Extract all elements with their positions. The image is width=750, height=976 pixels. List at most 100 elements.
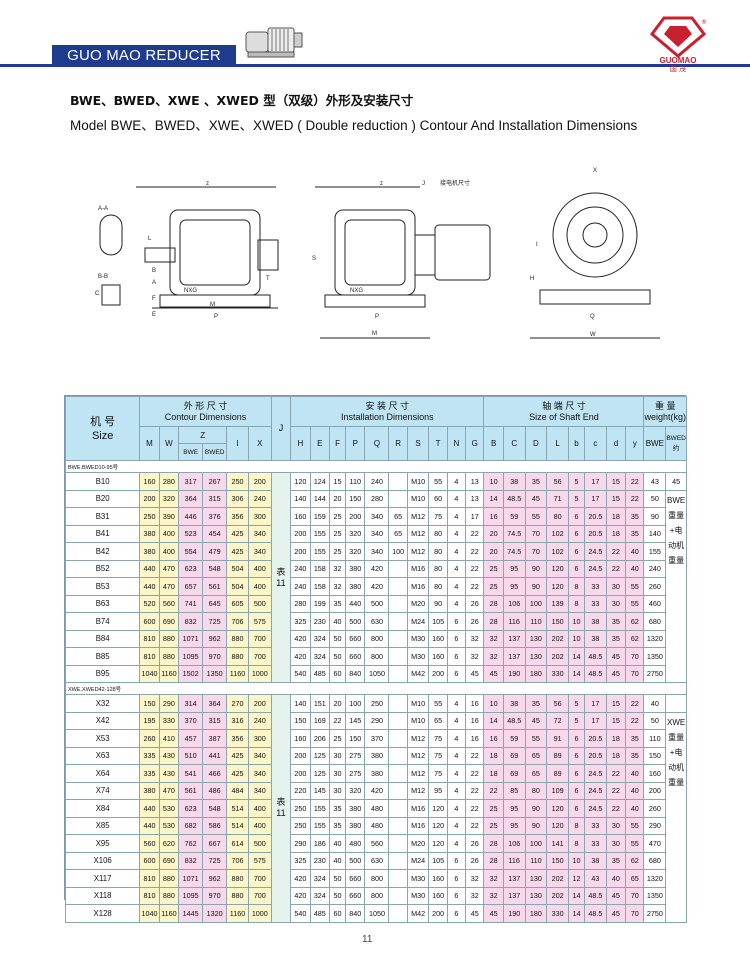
- value-cell: 155: [643, 542, 667, 561]
- value-cell: 330: [158, 711, 180, 730]
- value-cell: 200: [290, 524, 311, 543]
- value-cell: 832: [178, 612, 204, 631]
- value-cell: 5: [568, 472, 585, 491]
- section-label: XWE.XWED42-128号: [65, 682, 687, 695]
- size-cell: X74: [64, 781, 141, 800]
- value-cell: 504: [226, 559, 249, 578]
- value-cell: 18: [483, 764, 504, 783]
- value-cell: 4: [446, 594, 467, 613]
- value-cell: 69: [502, 764, 526, 783]
- value-cell: 364: [178, 489, 204, 508]
- shaft-cn: 轴 端 尺 寸: [542, 400, 586, 411]
- title-cn: BWE、BWED、XWE 、XWED 型（双级）外形及安装尺寸: [70, 93, 414, 108]
- value-cell: 14: [483, 711, 504, 730]
- value-cell: 75: [428, 764, 448, 783]
- col-c-lower: c: [584, 426, 607, 461]
- contour-cn: 外 形 尺 寸: [183, 400, 228, 411]
- value-cell: 1160: [226, 664, 249, 683]
- value-cell: 530: [158, 816, 180, 835]
- size-cell: B53: [64, 577, 141, 596]
- value-cell: M10: [406, 472, 430, 491]
- value-cell: 38: [584, 612, 607, 631]
- value-cell: 55: [428, 694, 448, 713]
- value-cell: 105: [428, 851, 448, 870]
- value-cell: 1350: [643, 886, 667, 905]
- value-cell: 100: [388, 542, 408, 561]
- value-cell: 380: [345, 577, 366, 596]
- value-cell: 280: [158, 472, 180, 491]
- value-cell: 40: [329, 834, 347, 853]
- value-cell: 130: [524, 647, 548, 666]
- value-cell: 560: [139, 834, 160, 853]
- value-cell: 6: [568, 799, 585, 818]
- value-cell: [388, 489, 408, 508]
- value-cell: 725: [202, 612, 228, 631]
- value-cell: 510: [178, 746, 204, 765]
- value-cell: 4: [446, 542, 467, 561]
- value-cell: 22: [605, 781, 627, 800]
- value-cell: 1350: [643, 647, 667, 666]
- value-cell: 1502: [178, 664, 204, 683]
- value-cell: 440: [139, 799, 160, 818]
- value-cell: 26: [465, 612, 485, 631]
- value-cell: 420: [290, 647, 311, 666]
- value-cell: 26: [465, 594, 485, 613]
- value-cell: 548: [202, 799, 228, 818]
- value-cell: 200: [290, 542, 311, 561]
- value-cell: 8: [568, 577, 585, 596]
- value-cell: 470: [158, 781, 180, 800]
- value-cell: 420: [290, 886, 311, 905]
- value-cell: 690: [158, 612, 180, 631]
- label-bb: B-B: [98, 274, 108, 280]
- value-cell: 6: [568, 507, 585, 526]
- value-cell: 22: [465, 764, 485, 783]
- value-cell: 250: [290, 816, 311, 835]
- value-cell: 56: [546, 694, 569, 713]
- value-cell: 500: [345, 612, 366, 631]
- value-cell: 320: [158, 489, 180, 508]
- value-cell: 32: [465, 869, 485, 888]
- value-cell: 700: [247, 647, 272, 666]
- value-cell: 1160: [158, 664, 180, 683]
- value-cell: 69: [502, 746, 526, 765]
- value-cell: 560: [158, 594, 180, 613]
- value-cell: 60: [329, 664, 347, 683]
- value-cell: 14: [483, 489, 504, 508]
- value-cell: 425: [226, 746, 249, 765]
- value-cell: 33: [584, 577, 607, 596]
- value-cell: 2750: [643, 904, 667, 923]
- col-weight-bwed: BWED约: [665, 426, 687, 461]
- value-cell: 202: [546, 869, 569, 888]
- value-cell: 1040: [139, 904, 160, 923]
- value-cell: 80: [428, 559, 448, 578]
- value-cell: M30: [406, 869, 430, 888]
- col-d-upper: D: [524, 426, 548, 461]
- value-cell: 316: [226, 711, 249, 730]
- value-cell: 16: [465, 694, 485, 713]
- value-cell: 370: [364, 729, 390, 748]
- value-cell: 95: [502, 816, 526, 835]
- value-cell: 95: [502, 559, 526, 578]
- value-cell: 55: [625, 816, 645, 835]
- value-cell: 30: [329, 764, 347, 783]
- value-cell: 500: [364, 594, 390, 613]
- value-cell: 22: [625, 489, 645, 508]
- value-cell: 35: [625, 524, 645, 543]
- col-p: P: [345, 426, 366, 461]
- value-cell: 28: [483, 612, 504, 631]
- size-cell: X95: [64, 834, 141, 853]
- value-cell: 35: [329, 816, 347, 835]
- value-cell: 420: [364, 577, 390, 596]
- value-cell: 89: [546, 746, 569, 765]
- col-i: I: [226, 426, 249, 461]
- value-cell: 6: [446, 851, 467, 870]
- value-cell: 4: [446, 746, 467, 765]
- value-cell: 130: [524, 629, 548, 648]
- value-cell: 55: [524, 729, 548, 748]
- value-cell: 15: [329, 472, 347, 491]
